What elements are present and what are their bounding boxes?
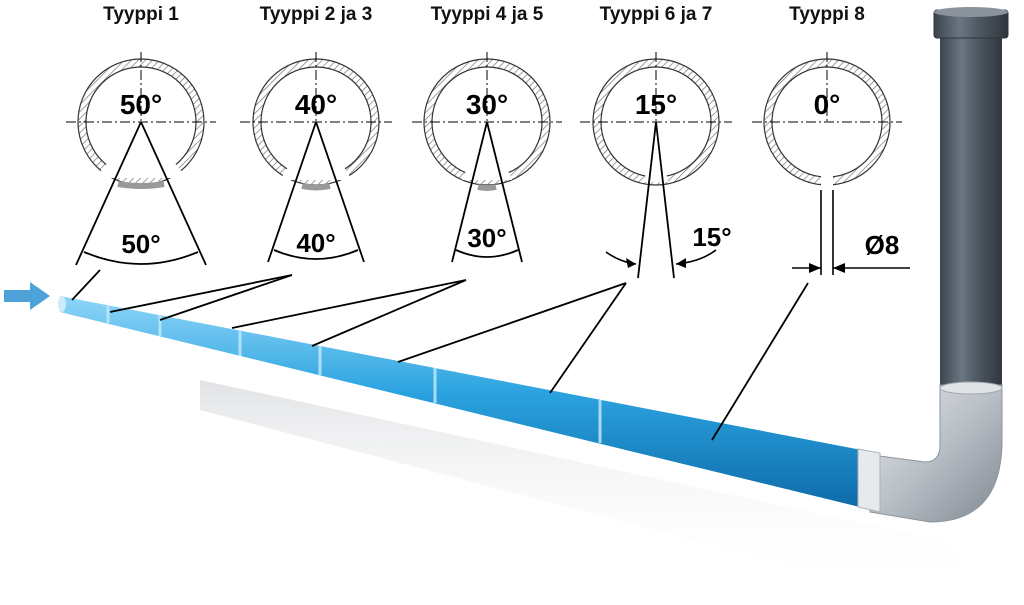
cone-angle-label-2: 40° (296, 228, 335, 258)
nozzle-type-4-5 (412, 52, 562, 263)
type-title-3: Tyyppi 4 ja 5 (430, 4, 544, 25)
type-title-2: Tyyppi 2 ja 3 (259, 4, 373, 25)
pipe-shadow (200, 380, 963, 590)
circle-angle-label-4: 15° (635, 89, 677, 120)
cone-angle-label-3: 30° (467, 223, 506, 253)
nozzle-type-2-3 (240, 52, 392, 263)
circle-angle-label-3: 30° (466, 89, 508, 120)
steel-elbow (869, 384, 1003, 523)
cone-angle-label-4: 15° (692, 222, 731, 252)
type-title-5: Tyyppi 8 (789, 4, 865, 25)
type-title-1: Tyyppi 1 (103, 4, 179, 25)
type-title-4: Tyyppi 6 ja 7 (599, 4, 713, 25)
pipe-end-cap (58, 296, 66, 312)
circle-angle-label-5: 0° (814, 89, 841, 120)
blue-pipe (60, 296, 872, 510)
steel-sleeve (857, 448, 881, 513)
steel-column-cap-top (934, 7, 1008, 17)
nozzle-type-6-7 (580, 52, 732, 279)
circle-angle-label-1: 50° (120, 89, 162, 120)
hole-diameter-label: Ø8 (865, 230, 900, 260)
circle-angle-label-2: 40° (295, 89, 337, 120)
steel-elbow-ring (939, 381, 1003, 395)
steel-column (940, 28, 1002, 408)
cone-angle-label-1: 50° (121, 229, 160, 259)
nozzle-type-8 (752, 52, 910, 275)
leader-lines (71, 269, 809, 441)
pipe-joints (106, 305, 602, 443)
nozzle-type-1 (66, 52, 216, 266)
flow-direction-arrow-icon (4, 282, 50, 310)
